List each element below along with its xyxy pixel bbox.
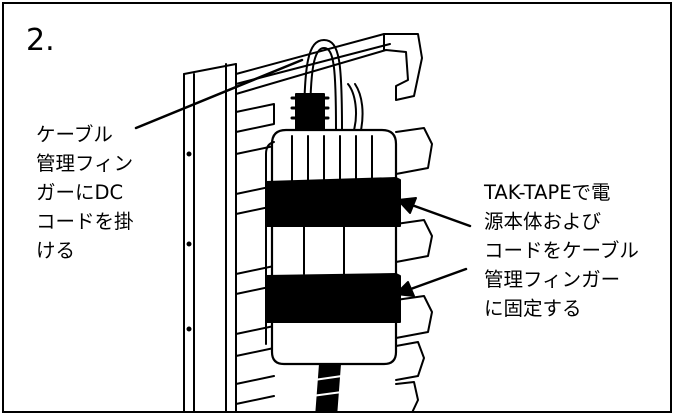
strain-relief-top (290, 93, 330, 131)
callout-right-line-4: 管理フィンガー (484, 268, 621, 291)
callout-left-line-3: ガーにDC (36, 181, 124, 204)
rack-rails (183, 63, 237, 411)
callout-left-line-1: ケーブル (36, 123, 113, 146)
dc-cord (303, 39, 364, 131)
cable-finger-6 (235, 375, 275, 405)
tak-tape-strap-upper (265, 177, 401, 227)
power-supply-body (265, 128, 398, 366)
callout-right-line-2: 源本体および (484, 210, 602, 233)
callout-right-line-1: TAK-TAPEで電 (484, 181, 611, 204)
callout-left-line-5: ける (36, 239, 76, 262)
callout-right-line-3: コードをケーブル (484, 239, 639, 262)
callout-arrows-right (395, 197, 472, 297)
illustration-frame: 2. ケーブル 管理フィン ガーにDC コードを掛 ける TAK-TAPEで電 … (2, 2, 672, 413)
step-number: 2. (26, 23, 55, 58)
cable-finger-5 (235, 325, 275, 357)
tak-tape-strap-lower (265, 273, 401, 323)
callout-hook-dc-cord: ケーブル 管理フィン ガーにDC コードを掛 ける (36, 120, 134, 265)
cable-finger-top (235, 33, 423, 101)
dc-cord-bottom (311, 363, 343, 411)
callout-leader-left (134, 58, 304, 130)
finger-tips-right (395, 127, 433, 411)
callout-secure-with-tak-tape: TAK-TAPEで電 源本体および コードをケーブル 管理フィンガー に固定する (484, 178, 639, 323)
power-supply-mounting-illustration (134, 33, 472, 411)
callout-right-line-5: に固定する (484, 297, 582, 320)
callout-left-line-2: 管理フィン (36, 152, 134, 175)
callout-left-line-4: コードを掛 (36, 210, 134, 233)
